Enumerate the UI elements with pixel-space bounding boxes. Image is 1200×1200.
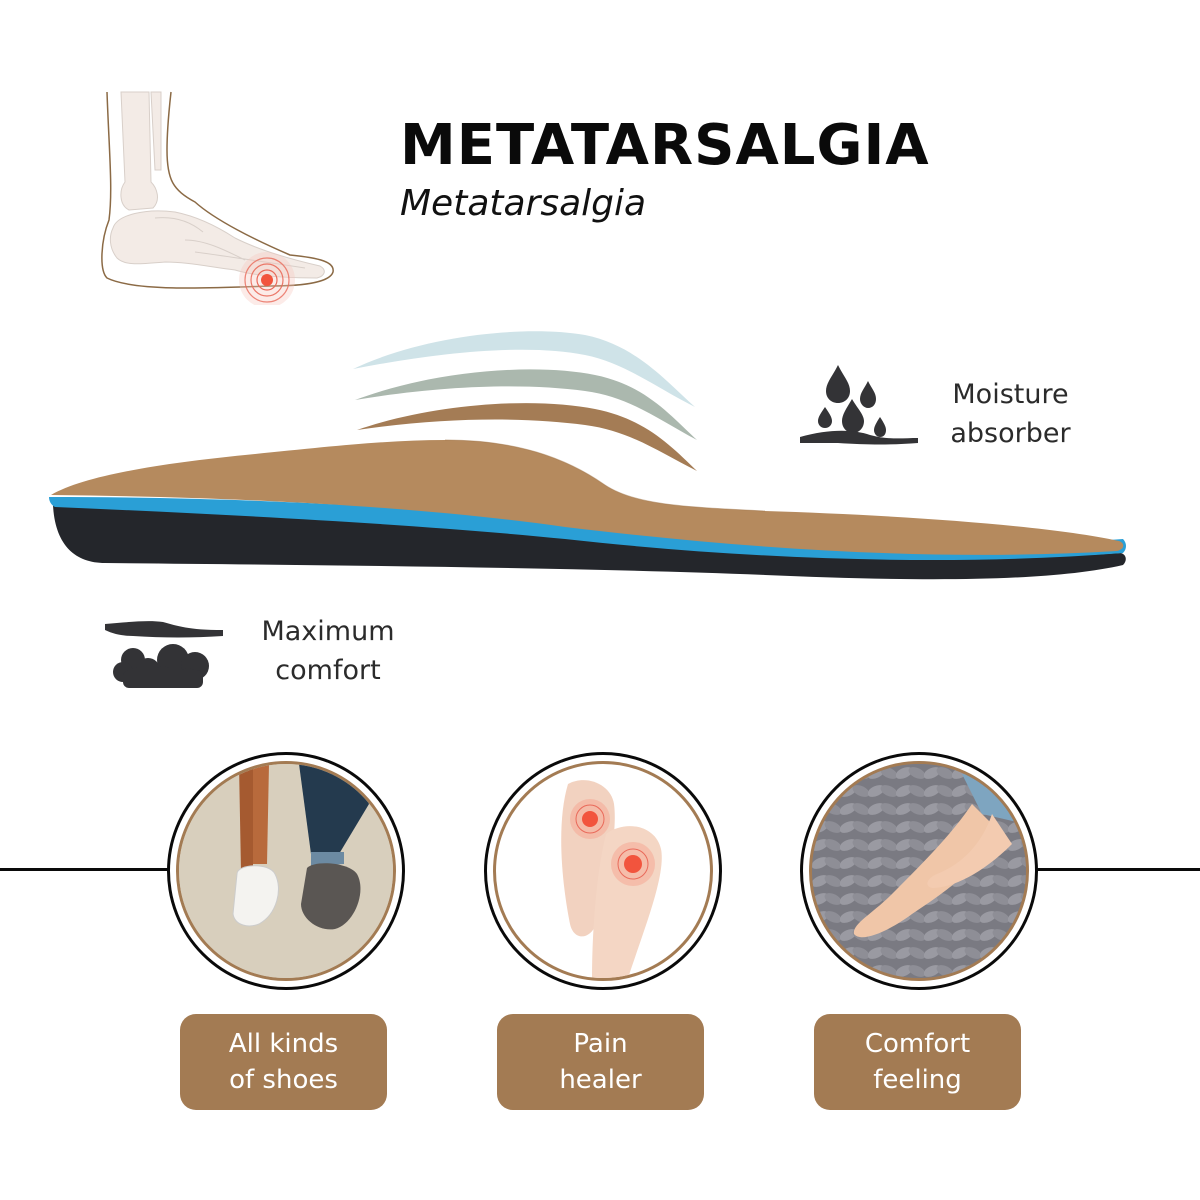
water-drops-icon (800, 365, 918, 445)
page-title: METATARSALGIA (400, 113, 930, 178)
comfort-label-line1: Maximum (261, 616, 395, 647)
insole-product-image (45, 435, 1130, 595)
benefit-label-line1: Comfort (864, 1029, 971, 1059)
sneakers-photo (179, 764, 393, 978)
comfort-label-line2: comfort (275, 655, 381, 686)
right-divider-line (1035, 868, 1200, 871)
moisture-absorber-feature: Moisture absorber (798, 365, 1098, 455)
benefit-badge-all-shoes: All kinds of shoes (180, 1014, 387, 1110)
benefit-label-line2: feeling (873, 1065, 962, 1095)
benefit-label-line1: Pain (573, 1029, 628, 1059)
foot-anatomy-illustration (95, 90, 340, 308)
feet-on-knit-blanket-photo (812, 764, 1026, 978)
left-divider-line (0, 868, 168, 871)
page-subtitle: Metatarsalgia (400, 183, 647, 224)
moisture-label-line1: Moisture (952, 379, 1069, 410)
feet-soles-pain-photo (561, 780, 662, 978)
maximum-comfort-feature: Maximum comfort (103, 610, 423, 700)
cloud-cushion-icon (105, 621, 223, 688)
moisture-label-line2: absorber (950, 418, 1071, 449)
benefit-label-line2: healer (559, 1065, 642, 1095)
airflow-waves-graphic (345, 325, 700, 475)
benefit-image-comfort-feeling (800, 752, 1038, 990)
benefit-image-all-shoes (167, 752, 405, 990)
benefit-label-line1: All kinds (228, 1029, 339, 1059)
benefit-image-pain-healer (484, 752, 722, 990)
benefit-badge-comfort-feeling: Comfort feeling (814, 1014, 1021, 1110)
benefit-badge-pain-healer: Pain healer (497, 1014, 704, 1110)
benefit-label-line2: of shoes (229, 1065, 338, 1095)
